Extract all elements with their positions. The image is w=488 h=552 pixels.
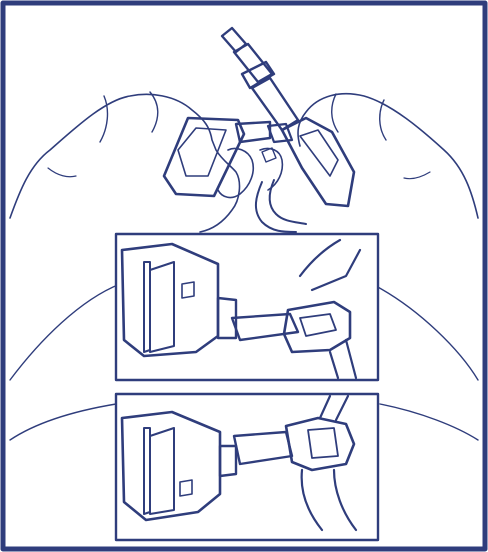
- tube-left-edge: [255, 181, 297, 233]
- left-hand-knuckle-1: [99, 95, 109, 143]
- inset-1-cap-detail: [181, 281, 195, 299]
- inset-2-content: [120, 394, 358, 532]
- right-hand-knuckle-2: [331, 93, 339, 133]
- right-hand-crease: [403, 171, 431, 180]
- inset-2-tube-a: [318, 394, 332, 420]
- left-finger: [217, 147, 255, 199]
- inset-1-tube-c: [328, 350, 340, 380]
- left-cap-inner: [177, 127, 227, 177]
- inset-2-connector: [284, 416, 356, 472]
- right-hand-knuckle-1: [379, 99, 387, 141]
- inset-1-tube-b: [310, 248, 362, 292]
- right-forearm: [375, 285, 479, 381]
- inset-1-luer: [230, 312, 300, 342]
- inset-2-cap-detail: [179, 479, 193, 497]
- left-forearm: [9, 283, 121, 381]
- inset-2-tube-b: [334, 394, 350, 422]
- inset-2-cap-outer: [120, 410, 222, 522]
- connector-joint: [266, 122, 294, 144]
- inset-2-neck: [218, 444, 238, 478]
- inset-1-connector-inner: [299, 313, 337, 337]
- inset-2-tube-d: [332, 468, 358, 532]
- left-hand: [9, 93, 241, 233]
- inset-1-cap-outer: [120, 242, 220, 358]
- syringe-collar: [240, 60, 276, 90]
- right-finger: [259, 147, 284, 191]
- left-cap-neck: [234, 120, 272, 144]
- left-cap: [162, 116, 246, 198]
- left-hand-crease: [47, 167, 77, 178]
- tube-right-edge: [268, 179, 307, 225]
- right-hand: [297, 92, 479, 219]
- inset-1-tube-d: [344, 338, 358, 380]
- inset-2-tube-c: [300, 468, 324, 532]
- inset-1-neck: [216, 296, 238, 340]
- left-forearm-lower: [9, 403, 117, 441]
- syringe-shaft: [250, 76, 300, 132]
- right-connector: [280, 116, 356, 208]
- inset-panel-1: [114, 232, 380, 382]
- right-fingernail: [261, 147, 277, 163]
- inset-1-cap-edge: [143, 261, 151, 353]
- inset-1-connector: [282, 300, 352, 354]
- inset-1-content: [120, 238, 362, 380]
- left-hand-knuckle-2: [149, 91, 159, 133]
- right-connector-inner: [299, 129, 339, 177]
- inset-2-cap-edge: [143, 427, 151, 515]
- inset-1-tube-a: [298, 238, 342, 278]
- right-forearm-lower: [379, 403, 479, 441]
- inset-2-connector-inner: [307, 427, 339, 459]
